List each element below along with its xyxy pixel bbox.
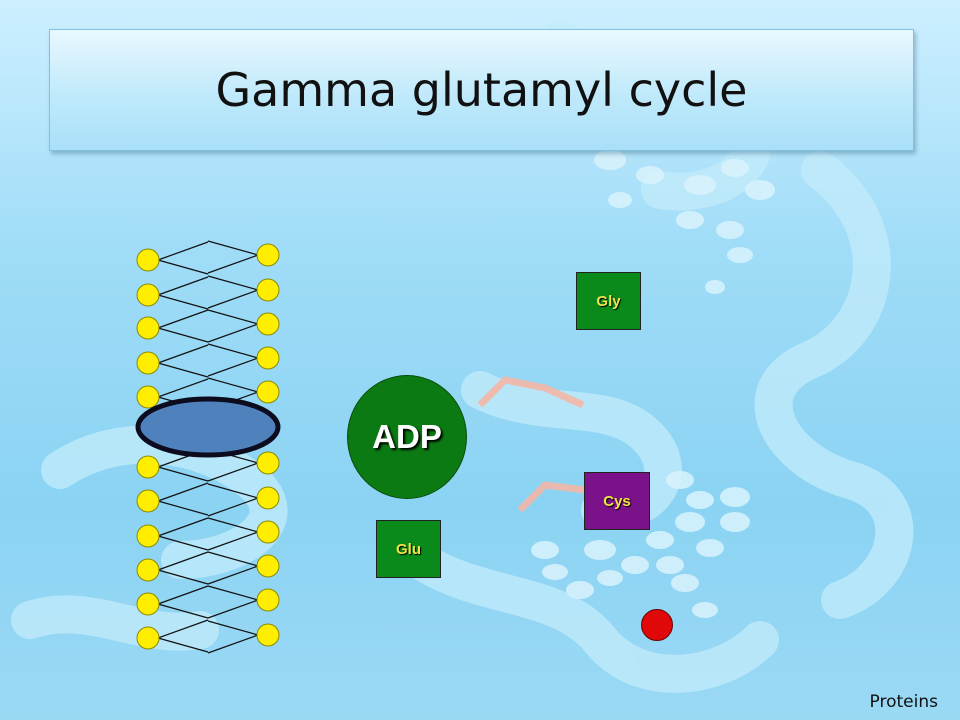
lipid-head-inner: [256, 520, 280, 544]
lipid-head-inner: [256, 346, 280, 370]
glutamate-label: Glu: [396, 540, 421, 558]
lipid-tail: [157, 344, 209, 364]
lipid-tail: [157, 241, 209, 261]
lipid-tail: [157, 619, 209, 639]
glycine-label: Gly: [596, 292, 621, 310]
lipid-head-inner: [256, 278, 280, 302]
lipid-tail: [207, 565, 259, 585]
lipid-tail: [207, 634, 259, 654]
lipid-head-outer: [136, 248, 160, 272]
lipid-tail: [157, 603, 209, 619]
lipid-tail: [207, 599, 259, 619]
red-marker-dot: [641, 609, 673, 641]
lipid-head-outer: [136, 351, 160, 375]
lipid-tail: [157, 276, 209, 296]
lipid-head-outer: [136, 455, 160, 479]
lipid-head-outer: [136, 592, 160, 616]
lipid-head-inner: [256, 623, 280, 647]
lipid-head-inner: [256, 554, 280, 578]
lipid-tail: [207, 289, 259, 309]
lipid-tail: [207, 240, 259, 256]
lipid-tail: [207, 620, 259, 636]
cell-membrane-bilayer: [135, 240, 281, 654]
lipid-tail: [157, 294, 209, 310]
lipid-head-outer: [136, 558, 160, 582]
lipid-tail: [207, 462, 259, 482]
lipid-head-outer: [136, 283, 160, 307]
lipid-tail: [207, 531, 259, 551]
slide-title-box: Gamma glutamyl cycle: [49, 29, 914, 151]
lipid-tail: [157, 585, 209, 605]
lipid-tail: [157, 637, 209, 653]
lipid-tail: [157, 259, 209, 275]
lipid-tail: [157, 378, 209, 398]
lipid-tail: [157, 569, 209, 585]
lipid-tail: [207, 585, 259, 601]
lipid-tail: [207, 483, 259, 499]
lipid-head-inner: [256, 486, 280, 510]
membrane-transport-protein: [135, 396, 281, 458]
lipid-tail: [207, 497, 259, 517]
lipid-tail: [157, 517, 209, 537]
lipid-tail: [157, 327, 209, 343]
lipid-tail: [207, 343, 259, 359]
lipid-tail: [207, 551, 259, 567]
lipid-tail: [207, 275, 259, 291]
glutamate-box: Glu: [376, 520, 441, 578]
lipid-tail: [207, 309, 259, 325]
lipid-tail: [157, 482, 209, 502]
cysteine-label: Cys: [603, 492, 631, 510]
cysteine-box: Cys: [584, 472, 650, 530]
lipid-head-outer: [136, 385, 160, 409]
lipid-head-outer: [136, 626, 160, 650]
lipid-tail: [157, 466, 209, 482]
lipid-tail: [157, 500, 209, 516]
lipid-head-inner: [256, 243, 280, 267]
lipid-tail: [207, 377, 259, 393]
lipid-head-outer: [136, 316, 160, 340]
lipid-tail: [157, 535, 209, 551]
lipid-head-inner: [256, 312, 280, 336]
lipid-head-inner: [256, 380, 280, 404]
lipid-tail: [157, 362, 209, 378]
lipid-head-inner: [256, 588, 280, 612]
lipid-head-inner: [256, 451, 280, 475]
slide-footer: Proteins: [869, 692, 938, 712]
glycine-box: Gly: [576, 272, 641, 330]
lipid-tail: [207, 517, 259, 533]
slide-title: Gamma glutamyl cycle: [215, 63, 748, 117]
lipid-tail: [157, 551, 209, 571]
lipid-head-outer: [136, 489, 160, 513]
adp-carrier: ADP: [347, 375, 467, 499]
lipid-tail: [157, 309, 209, 329]
adp-label: ADP: [372, 418, 442, 455]
lipid-tail: [207, 254, 259, 274]
lipid-head-outer: [136, 524, 160, 548]
lipid-tail: [207, 323, 259, 343]
lipid-tail: [207, 357, 259, 377]
